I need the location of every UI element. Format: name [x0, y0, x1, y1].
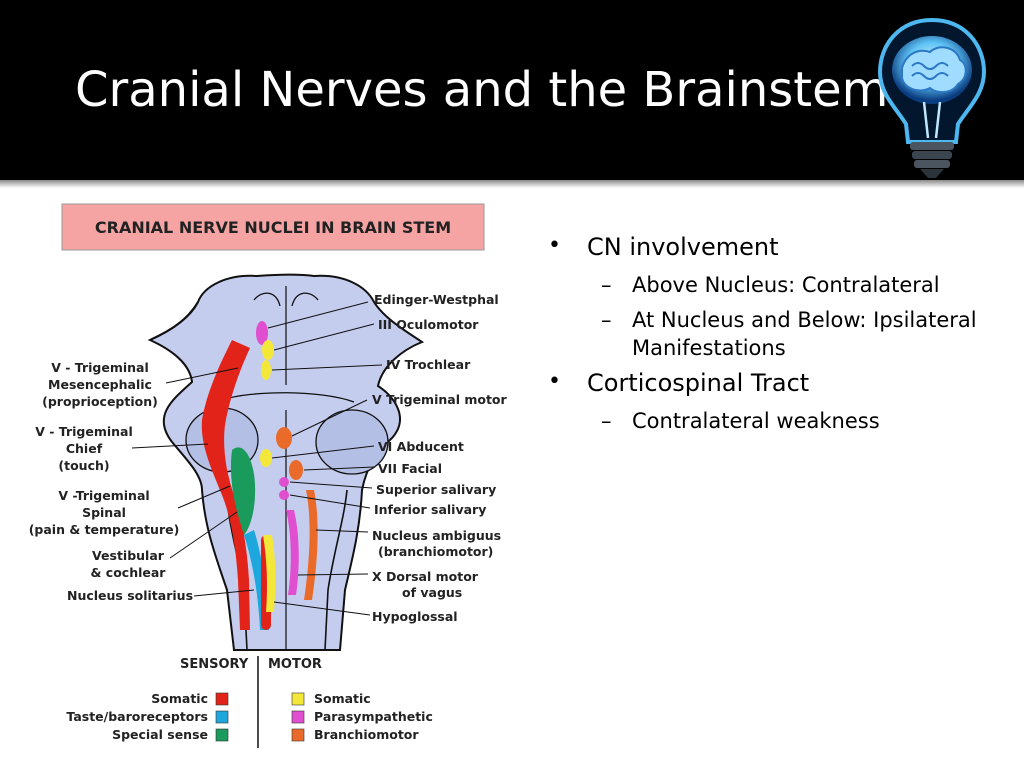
label-superior-salivary: Superior salivary: [376, 482, 496, 497]
sub-bullet-text: Contralateral weakness: [632, 409, 880, 434]
legend-parasympathetic: Parasympathetic: [314, 709, 433, 724]
legend-somatic-sensory: Somatic: [151, 691, 208, 706]
label-mes-3: (proprioception): [42, 394, 158, 409]
cranial-nerve-diagram: CRANIAL NERVE NUCLEI IN BRAIN STEM: [29, 203, 508, 748]
legend-swatch-somatic-sensory: [215, 692, 229, 706]
dash-icon: –: [601, 409, 612, 434]
label-chief-1: V - Trigeminal: [35, 424, 133, 439]
legend-branchiomotor: Branchiomotor: [314, 727, 419, 742]
legend-swatch-branchiomotor: [291, 728, 305, 742]
oculomotor-nucleus: [262, 340, 274, 360]
bullet-dot-icon: •: [548, 233, 561, 258]
vestibular-cochlear-nucleus: [230, 447, 256, 535]
sub-bullet-item: –Above Nucleus: Contralateral: [545, 271, 1015, 299]
edinger-westphal-nucleus: [256, 321, 268, 345]
label-solitarius: Nucleus solitarius: [67, 588, 193, 603]
legend-taste: Taste/baroreceptors: [66, 709, 208, 724]
diagram-title: CRANIAL NERVE NUCLEI IN BRAIN STEM: [95, 218, 451, 237]
trochlear-nucleus: [261, 360, 271, 380]
label-inferior-salivary: Inferior salivary: [374, 502, 486, 517]
label-trochlear: IV Trochlear: [386, 357, 471, 372]
sub-bullet-item: –Contralateral weakness: [545, 407, 1015, 435]
label-edinger-westphal: Edinger-Westphal: [374, 292, 499, 307]
label-abducent: VI Abducent: [378, 439, 464, 454]
label-mes-1: V - Trigeminal: [51, 360, 149, 375]
slide-header: [0, 0, 1024, 180]
leader-lines: [131, 301, 383, 616]
legend-motor-heading: MOTOR: [268, 657, 322, 672]
label-trigeminal-motor: V Trigeminal motor: [372, 392, 508, 407]
legend-special-sense: Special sense: [112, 727, 208, 742]
header-shadow: [0, 180, 1024, 188]
bullet-list: •CN involvement –Above Nucleus: Contrala…: [545, 232, 1015, 442]
trigeminal-sensory-nucleus: [201, 340, 250, 630]
bullet-item: • Corticospinal Tract: [545, 368, 1015, 399]
sub-bullet-text: Above Nucleus: Contralateral: [632, 273, 940, 298]
label-nucleus-ambiguus: Nucleus ambiguus: [372, 528, 501, 543]
legend-swatch-somatic-motor: [291, 692, 305, 706]
bullet-dot-icon: •: [548, 369, 561, 395]
legend-swatch-parasympathetic: [291, 710, 305, 724]
lightbulb-brain-icon: [877, 17, 987, 178]
sub-bullet-text: At Nucleus and Below: Ipsilateral Manife…: [632, 307, 977, 360]
diagram-title-box: [61, 203, 485, 251]
label-spinal-3: (pain & temperature): [29, 522, 180, 537]
dorsal-vagus-nucleus: [286, 510, 299, 595]
abducent-nucleus: [260, 449, 272, 467]
nucleus-ambiguus: [304, 490, 318, 600]
slide-title: Cranial Nerves and the Brainstem: [75, 62, 889, 118]
trigeminal-motor-nucleus: [276, 427, 292, 449]
superior-salivary-nucleus: [279, 477, 289, 487]
legend-swatch-taste: [215, 710, 229, 724]
legend-somatic-motor: Somatic: [314, 691, 371, 706]
label-facial: VII Facial: [378, 461, 442, 476]
label-hypoglossal: Hypoglossal: [372, 609, 458, 624]
legend-sensory-heading: SENSORY: [180, 657, 249, 672]
label-spinal-2: Spinal: [82, 505, 126, 520]
label-branchiomotor: (branchiomotor): [378, 544, 493, 559]
hypoglossal-nucleus: [263, 535, 276, 612]
label-spinal-1: V -Trigeminal: [58, 488, 149, 503]
bullet-item: • CN involvement: [545, 232, 1015, 263]
label-chief-2: Chief: [66, 441, 103, 456]
label-dorsal-motor: X Dorsal motor: [372, 569, 479, 584]
facial-nucleus: [289, 460, 303, 480]
sub-bullet-item: –At Nucleus and Below: Ipsilateral Manif…: [545, 306, 1015, 363]
bullet-text: Corticospinal Tract: [587, 369, 810, 398]
label-mes-2: Mesencephalic: [48, 377, 152, 392]
label-oculomotor: III Oculomotor: [378, 317, 479, 332]
dash-icon: –: [601, 273, 612, 298]
bullet-text: CN involvement: [587, 233, 779, 261]
brainstem-shape: [147, 273, 425, 651]
legend-swatch-special-sense: [215, 728, 229, 742]
legend: SENSORY MOTOR Somatic Taste/baroreceptor…: [66, 656, 433, 748]
label-chief-3: (touch): [58, 458, 109, 473]
dash-icon: –: [601, 307, 612, 332]
inferior-salivary-nucleus: [279, 490, 289, 500]
label-of-vagus: of vagus: [402, 585, 462, 600]
label-vestibular-2: & cochlear: [91, 565, 167, 580]
nuclei-colored: [201, 321, 318, 630]
label-vestibular-1: Vestibular: [92, 548, 165, 563]
